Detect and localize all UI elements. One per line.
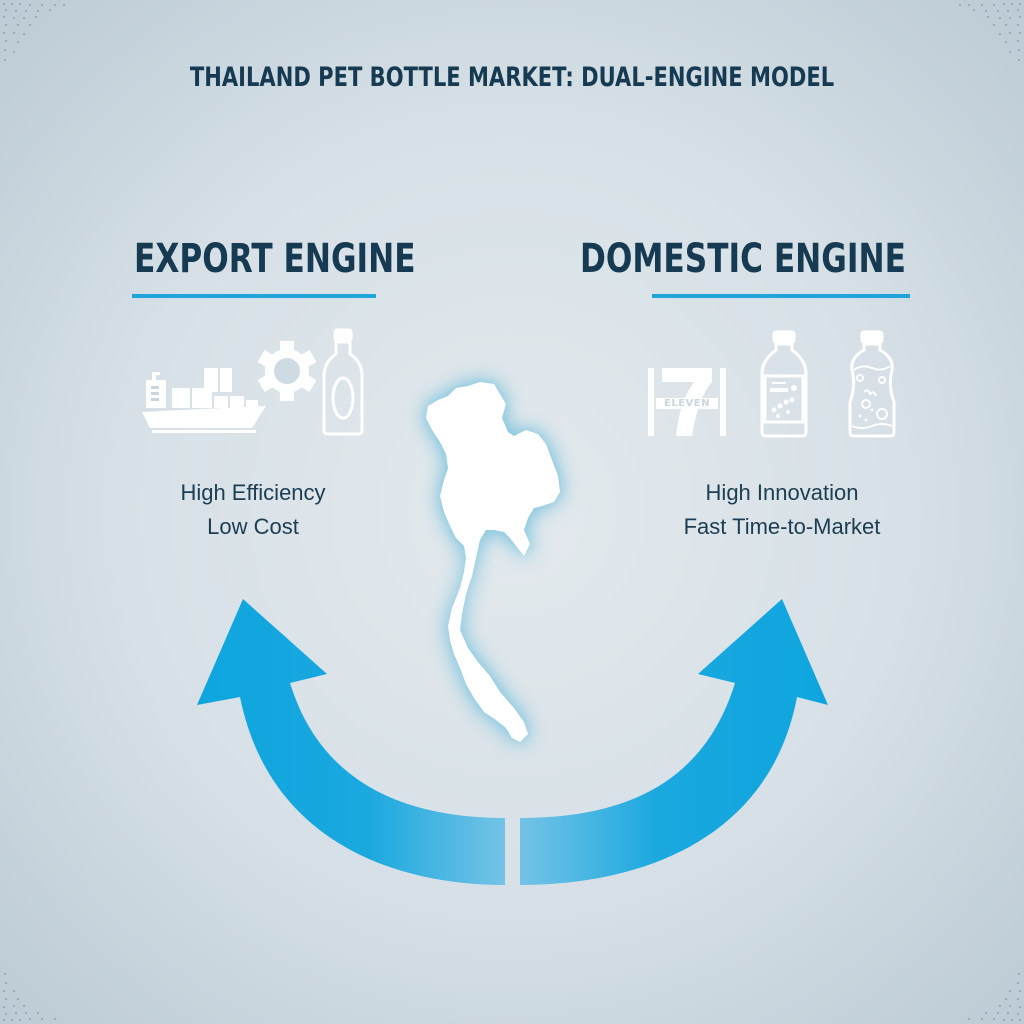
- export-descriptor-efficiency: High Efficiency: [180, 480, 326, 505]
- export-growth-arrow: [197, 599, 505, 885]
- cargo-ship-icon: [142, 368, 266, 433]
- corner-dots-top-right: [959, 3, 1021, 61]
- domestic-engine-heading: DOMESTIC ENGINE: [580, 236, 906, 282]
- corner-dots-top-left: [3, 3, 65, 61]
- domestic-growth-arrow: [520, 599, 828, 885]
- domestic-engine-descriptors: High Innovation Fast Time-to-Market: [652, 476, 912, 544]
- export-engine-underline: [132, 294, 376, 298]
- corner-dots-bottom-right: [968, 973, 1021, 1021]
- store-logo-text: ELEVEN: [656, 398, 718, 409]
- thailand-map-icon: [426, 382, 560, 742]
- domestic-descriptor-innovation: High Innovation: [705, 480, 859, 505]
- domestic-descriptor-time-to-market: Fast Time-to-Market: [683, 514, 881, 539]
- export-descriptor-cost: Low Cost: [207, 514, 299, 539]
- page-title: THAILAND PET BOTTLE MARKET: DUAL-ENGINE …: [189, 62, 835, 93]
- export-engine-descriptors: High Efficiency Low Cost: [128, 476, 378, 544]
- gear-icon: [257, 341, 317, 401]
- convenience-store-logo-icon: ELEVEN: [646, 366, 728, 438]
- beverage-bottle-icon: [760, 330, 808, 438]
- functional-drink-bottle-icon: [848, 330, 896, 438]
- corner-dots-bottom-left: [3, 973, 56, 1021]
- export-engine-heading: EXPORT ENGINE: [134, 236, 416, 282]
- pet-bottle-icon: [322, 328, 364, 436]
- domestic-engine-underline: [652, 294, 910, 298]
